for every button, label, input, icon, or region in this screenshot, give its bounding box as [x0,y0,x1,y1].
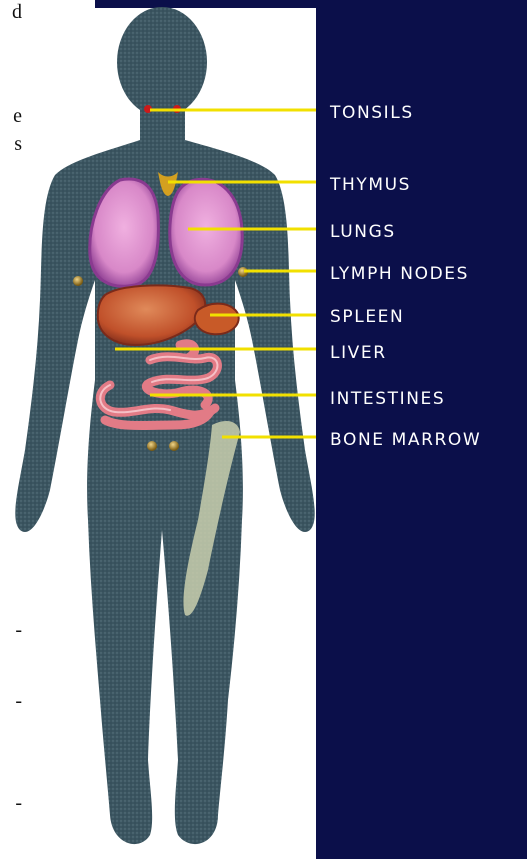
label-bone-marrow: BONE MARROW [330,430,481,450]
label-liver: LIVER [330,343,387,363]
lymph-node-groin-left [147,441,157,451]
label-lungs: LUNGS [330,222,396,242]
label-thymus: THYMUS [330,175,411,195]
label-intestines: INTESTINES [330,389,445,409]
label-lymph-nodes: LYMPH NODES [330,264,469,284]
label-tonsils: TONSILS [330,103,414,123]
lung-right [170,179,242,285]
lymph-node-left-arm [73,276,83,286]
spleen-organ [195,304,239,335]
lymph-node-groin-right [169,441,179,451]
label-spleen: SPLEEN [330,307,404,327]
